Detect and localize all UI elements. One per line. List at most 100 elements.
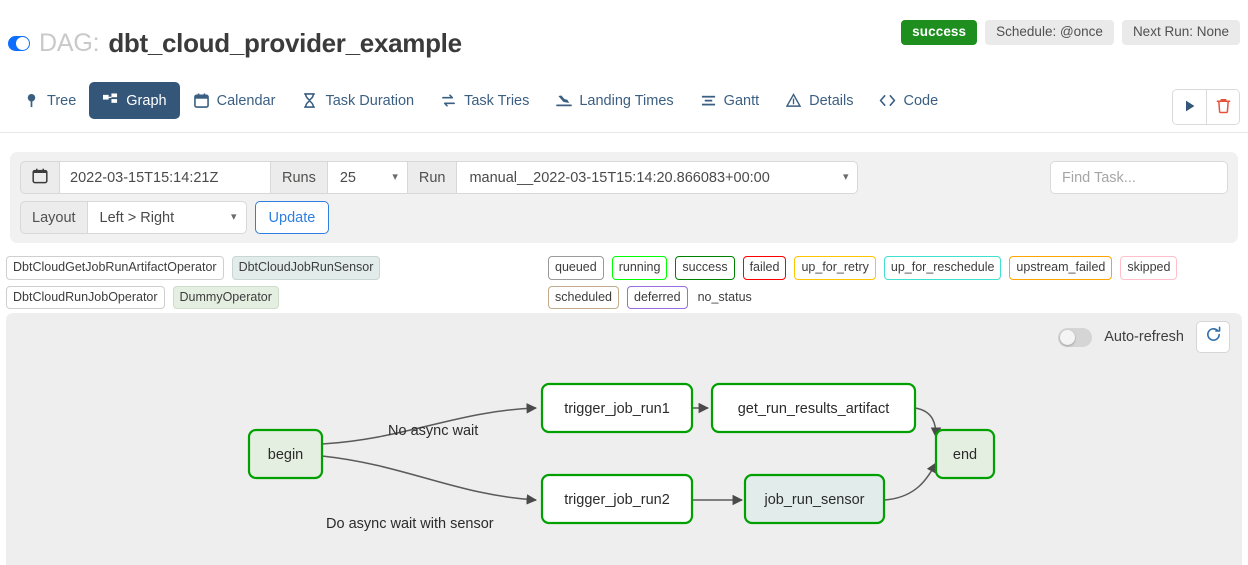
tab-gantt[interactable]: Gantt bbox=[687, 82, 772, 119]
dag-run-value: manual__2022-03-15T15:14:20.866083+00:00 bbox=[469, 169, 770, 186]
tab-calendar[interactable]: Calendar bbox=[180, 82, 289, 119]
graph-edges bbox=[321, 402, 942, 506]
code-brackets-icon bbox=[879, 92, 896, 109]
state-legend-chip[interactable]: running bbox=[611, 256, 668, 280]
auto-refresh-toggle[interactable] bbox=[1058, 327, 1093, 347]
toolbar-row-1: 2022-03-15T15:14:21Z Runs 25 ▾ Run manua… bbox=[20, 161, 1228, 194]
view-tabs-bar: Tree Graph Calendar Task Duration bbox=[0, 82, 1248, 133]
layout-value: Left > Right bbox=[99, 209, 175, 226]
toolbar-row-2: Layout Left > Right ▾ Update bbox=[20, 201, 1228, 234]
graph-edge-label: Do async wait with sensor bbox=[326, 516, 494, 532]
view-tabs: Tree Graph Calendar Task Duration bbox=[10, 82, 951, 119]
dag-prefix-label: DAG: bbox=[39, 29, 100, 57]
graph-edge-labels: No async wait Do async wait with sensor bbox=[326, 423, 494, 532]
graph-node-job_run_sensor[interactable]: job_run_sensor bbox=[743, 473, 886, 525]
graph-edge-label: No async wait bbox=[388, 423, 478, 439]
graph-node-label: begin bbox=[268, 447, 303, 463]
tab-tree-label: Tree bbox=[47, 92, 77, 109]
state-legend-chip[interactable]: skipped bbox=[1120, 256, 1178, 280]
landing-icon bbox=[555, 92, 572, 109]
find-task-input[interactable]: Find Task... bbox=[1050, 161, 1228, 194]
tab-landing-times[interactable]: Landing Times bbox=[542, 82, 686, 119]
edge-begin-trigger2 bbox=[321, 455, 538, 505]
state-legend-chip[interactable]: queued bbox=[548, 256, 604, 280]
tab-graph-label: Graph bbox=[126, 92, 167, 109]
tree-icon bbox=[23, 92, 40, 109]
state-legend-chip[interactable]: failed bbox=[742, 256, 787, 280]
hourglass-icon bbox=[301, 92, 318, 109]
schedule-badge[interactable]: Schedule: @once bbox=[985, 20, 1114, 45]
operator-legend-chip[interactable]: DummyOperator bbox=[172, 285, 279, 309]
delete-dag-button[interactable] bbox=[1206, 90, 1239, 124]
layout-select[interactable]: Left > Right ▾ bbox=[86, 201, 247, 234]
tab-code[interactable]: Code bbox=[866, 82, 951, 119]
graph-controls: Auto-refresh bbox=[1058, 321, 1230, 353]
runs-count-select[interactable]: 25 ▾ bbox=[326, 161, 408, 194]
trash-icon bbox=[1216, 98, 1231, 117]
layout-group: Layout Left > Right ▾ bbox=[20, 201, 247, 234]
graph-node-get_run_results_artifact[interactable]: get_run_results_artifact bbox=[710, 382, 917, 434]
header-badges: success Schedule: @once Next Run: None bbox=[901, 20, 1240, 45]
dag-run-select[interactable]: manual__2022-03-15T15:14:20.866083+00:00… bbox=[456, 161, 859, 194]
tab-calendar-label: Calendar bbox=[216, 92, 276, 109]
graph-node-end[interactable]: end bbox=[934, 428, 996, 480]
execution-date-input[interactable]: 2022-03-15T15:14:21Z bbox=[59, 161, 271, 194]
graph-node-label: trigger_job_run1 bbox=[564, 401, 670, 417]
graph-node-begin[interactable]: begin bbox=[247, 428, 324, 480]
runs-count-value: 25 bbox=[339, 169, 356, 186]
state-legend-chip[interactable]: success bbox=[675, 256, 735, 280]
layout-label: Layout bbox=[20, 201, 88, 234]
play-icon bbox=[1183, 99, 1197, 116]
tab-task-tries[interactable]: Task Tries bbox=[427, 82, 542, 119]
graph-node-label: job_run_sensor bbox=[764, 492, 865, 508]
chevron-down-icon: ▾ bbox=[392, 171, 398, 183]
update-button[interactable]: Update bbox=[254, 201, 330, 234]
tab-code-label: Code bbox=[903, 92, 939, 109]
warning-triangle-icon bbox=[785, 92, 802, 109]
operator-legend-chip[interactable]: DbtCloudRunJobOperator bbox=[6, 285, 165, 309]
trigger-dag-button[interactable] bbox=[1173, 90, 1206, 124]
runs-label: Runs bbox=[270, 161, 328, 194]
retry-icon bbox=[440, 92, 457, 109]
dag-action-buttons bbox=[1172, 89, 1240, 125]
calendar-icon bbox=[32, 168, 48, 188]
dag-title: DAG: dbt_cloud_provider_example bbox=[8, 28, 462, 59]
dag-pause-toggle-icon[interactable] bbox=[8, 36, 30, 51]
edge-begin-trigger1 bbox=[321, 403, 538, 445]
auto-refresh-label: Auto-refresh bbox=[1104, 329, 1184, 345]
graph-nodes: begin trigger_job_run1 get_run_results_art… bbox=[247, 382, 996, 525]
chevron-down-icon: ▾ bbox=[231, 211, 237, 223]
state-legend-chip[interactable]: up_for_reschedule bbox=[883, 256, 1002, 280]
graph-icon bbox=[102, 92, 119, 109]
tab-details[interactable]: Details bbox=[772, 82, 866, 119]
state-legend-chip[interactable]: upstream_failed bbox=[1009, 256, 1113, 280]
dag-name-label: dbt_cloud_provider_example bbox=[108, 28, 462, 58]
gantt-icon bbox=[700, 92, 717, 109]
tab-task-duration[interactable]: Task Duration bbox=[288, 82, 427, 119]
refresh-button[interactable] bbox=[1196, 321, 1230, 353]
calendar-picker-button[interactable] bbox=[20, 161, 60, 194]
edge-artifact-end bbox=[914, 407, 942, 439]
state-legend-chip[interactable]: deferred bbox=[627, 285, 688, 309]
tab-graph[interactable]: Graph bbox=[89, 82, 180, 119]
tab-task-duration-label: Task Duration bbox=[325, 92, 415, 109]
graph-node-trigger_job_run2[interactable]: trigger_job_run2 bbox=[540, 473, 694, 525]
date-runs-run-group: 2022-03-15T15:14:21Z Runs 25 ▾ Run manua… bbox=[20, 161, 859, 194]
operator-legend-chip[interactable]: DbtCloudJobRunSensor bbox=[231, 256, 381, 280]
graph-canvas-panel: Auto-refresh bbox=[6, 313, 1242, 565]
graph-node-trigger_job_run1[interactable]: trigger_job_run1 bbox=[540, 382, 694, 434]
run-label: Run bbox=[406, 161, 458, 194]
state-legend-chip[interactable]: no_status bbox=[697, 289, 752, 304]
state-legend-chip[interactable]: up_for_retry bbox=[794, 256, 876, 280]
tab-details-label: Details bbox=[809, 92, 854, 109]
graph-node-label: end bbox=[953, 447, 977, 463]
state-legend-chip[interactable]: scheduled bbox=[548, 285, 619, 309]
tab-task-tries-label: Task Tries bbox=[464, 92, 530, 109]
operator-legend-chip[interactable]: DbtCloudGetJobRunArtifactOperator bbox=[6, 256, 224, 280]
tab-tree[interactable]: Tree bbox=[10, 82, 89, 119]
refresh-icon bbox=[1205, 326, 1222, 348]
chevron-down-icon: ▾ bbox=[842, 171, 849, 183]
graph-node-label: get_run_results_artifact bbox=[738, 401, 890, 417]
